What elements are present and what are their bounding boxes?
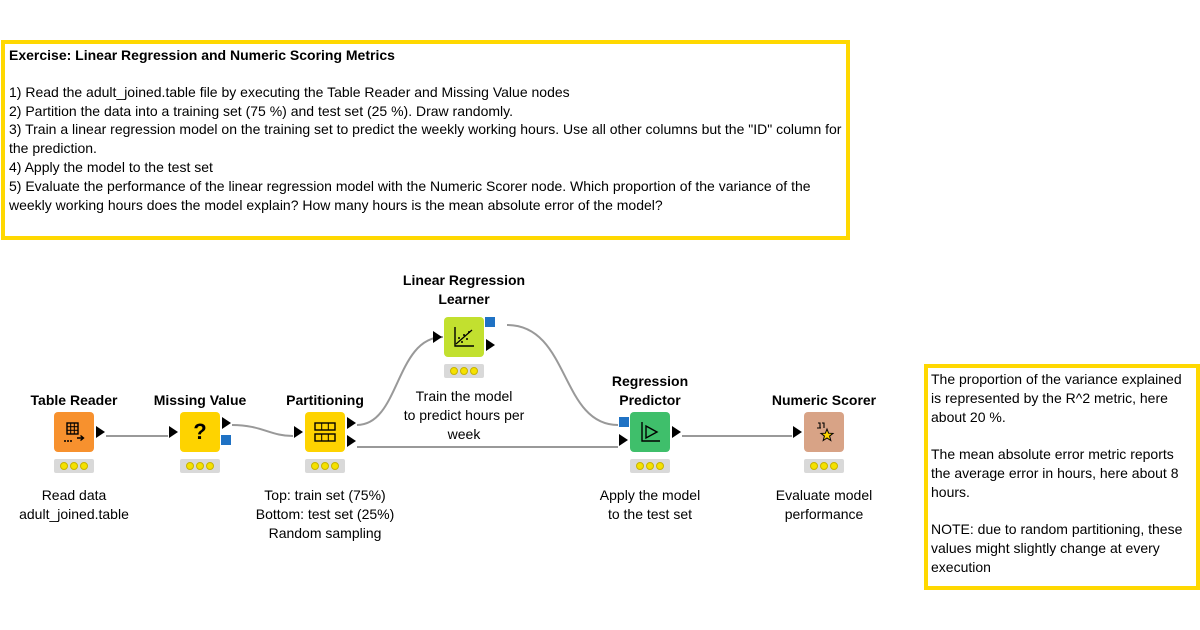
output-port[interactable]	[486, 339, 495, 351]
exercise-step-5: 5) Evaluate the performance of the linea…	[9, 177, 815, 213]
node-title: Table Reader	[30, 392, 118, 408]
model-output-port[interactable]	[485, 317, 495, 327]
node-title: Missing Value	[153, 392, 247, 408]
output-port[interactable]	[222, 417, 231, 429]
node-regression-predictor[interactable]: Regression Predictor Apply the model to …	[575, 372, 725, 524]
exercise-title: Exercise: Linear Regression and Numeric …	[9, 47, 395, 63]
exercise-step-3: 3) Train a linear regression model on th…	[9, 121, 846, 157]
input-port[interactable]	[169, 426, 178, 438]
node-status-lights	[444, 364, 484, 378]
results-r2-note: The proportion of the variance explained…	[931, 371, 1186, 425]
node-status-lights	[630, 459, 670, 473]
output-port[interactable]	[672, 426, 681, 438]
output-port-top[interactable]	[347, 417, 356, 429]
input-port[interactable]	[433, 331, 442, 343]
exercise-step-1: 1) Read the adult_joined.table file by e…	[9, 83, 570, 100]
results-random-note: NOTE: due to random partitioning, these …	[931, 521, 1187, 575]
connection-partitioning-to-learner[interactable]	[356, 336, 444, 426]
node-table-reader[interactable]: Table Reader Read data adult_joined.tabl…	[0, 372, 149, 524]
output-port-bottom[interactable]	[347, 435, 356, 447]
input-port[interactable]	[294, 426, 303, 438]
exercise-step-4: 4) Apply the model to the test set	[9, 158, 213, 175]
model-input-port[interactable]	[619, 417, 629, 427]
question-mark-icon[interactable]: ?	[180, 412, 220, 452]
node-description: Read data adult_joined.table	[19, 487, 129, 522]
scorer-star-icon[interactable]	[804, 412, 844, 452]
icon-glyph: ?	[193, 419, 207, 444]
table-grid-icon[interactable]	[54, 412, 94, 452]
node-description: Top: train set (75%) Bottom: test set (2…	[255, 487, 395, 541]
results-annotation[interactable]: The proportion of the variance explained…	[924, 364, 1200, 590]
output-port[interactable]	[96, 426, 105, 438]
input-port[interactable]	[619, 434, 628, 446]
node-description: Apply the model to the test set	[599, 487, 701, 522]
node-description: Evaluate model performance	[775, 487, 873, 522]
node-title: Numeric Scorer	[771, 392, 877, 408]
connection-learner-to-predictor[interactable]	[506, 324, 619, 426]
node-title: Linear Regression Learner	[402, 272, 526, 307]
node-status-lights	[804, 459, 844, 473]
node-description: Train the model to predict hours per wee…	[403, 388, 525, 442]
node-status-lights	[305, 459, 345, 473]
exercise-step-2: 2) Partition the data into a training se…	[9, 102, 513, 119]
node-numeric-scorer[interactable]: Numeric Scorer Evaluate model performanc…	[749, 372, 899, 524]
connection-missing-to-partitioning[interactable]	[231, 424, 294, 437]
results-mae-note: The mean absolute error metric reports t…	[931, 446, 1183, 500]
regression-chart-icon[interactable]	[444, 317, 484, 357]
node-status-lights	[54, 459, 94, 473]
partition-icon[interactable]	[305, 412, 345, 452]
node-linear-regression-learner[interactable]: Linear Regression Learner Train the mode…	[389, 271, 539, 444]
model-output-port[interactable]	[221, 435, 231, 445]
node-partitioning[interactable]: Partitioning Top: train set (75%) Bottom…	[250, 372, 400, 543]
predictor-play-icon[interactable]	[630, 412, 670, 452]
node-title: Partitioning	[286, 392, 364, 408]
node-missing-value[interactable]: Missing Value ?	[125, 372, 275, 486]
exercise-annotation[interactable]: Exercise: Linear Regression and Numeric …	[1, 40, 850, 240]
node-title: Regression Predictor	[611, 373, 689, 408]
node-status-lights	[180, 459, 220, 473]
input-port[interactable]	[793, 426, 802, 438]
